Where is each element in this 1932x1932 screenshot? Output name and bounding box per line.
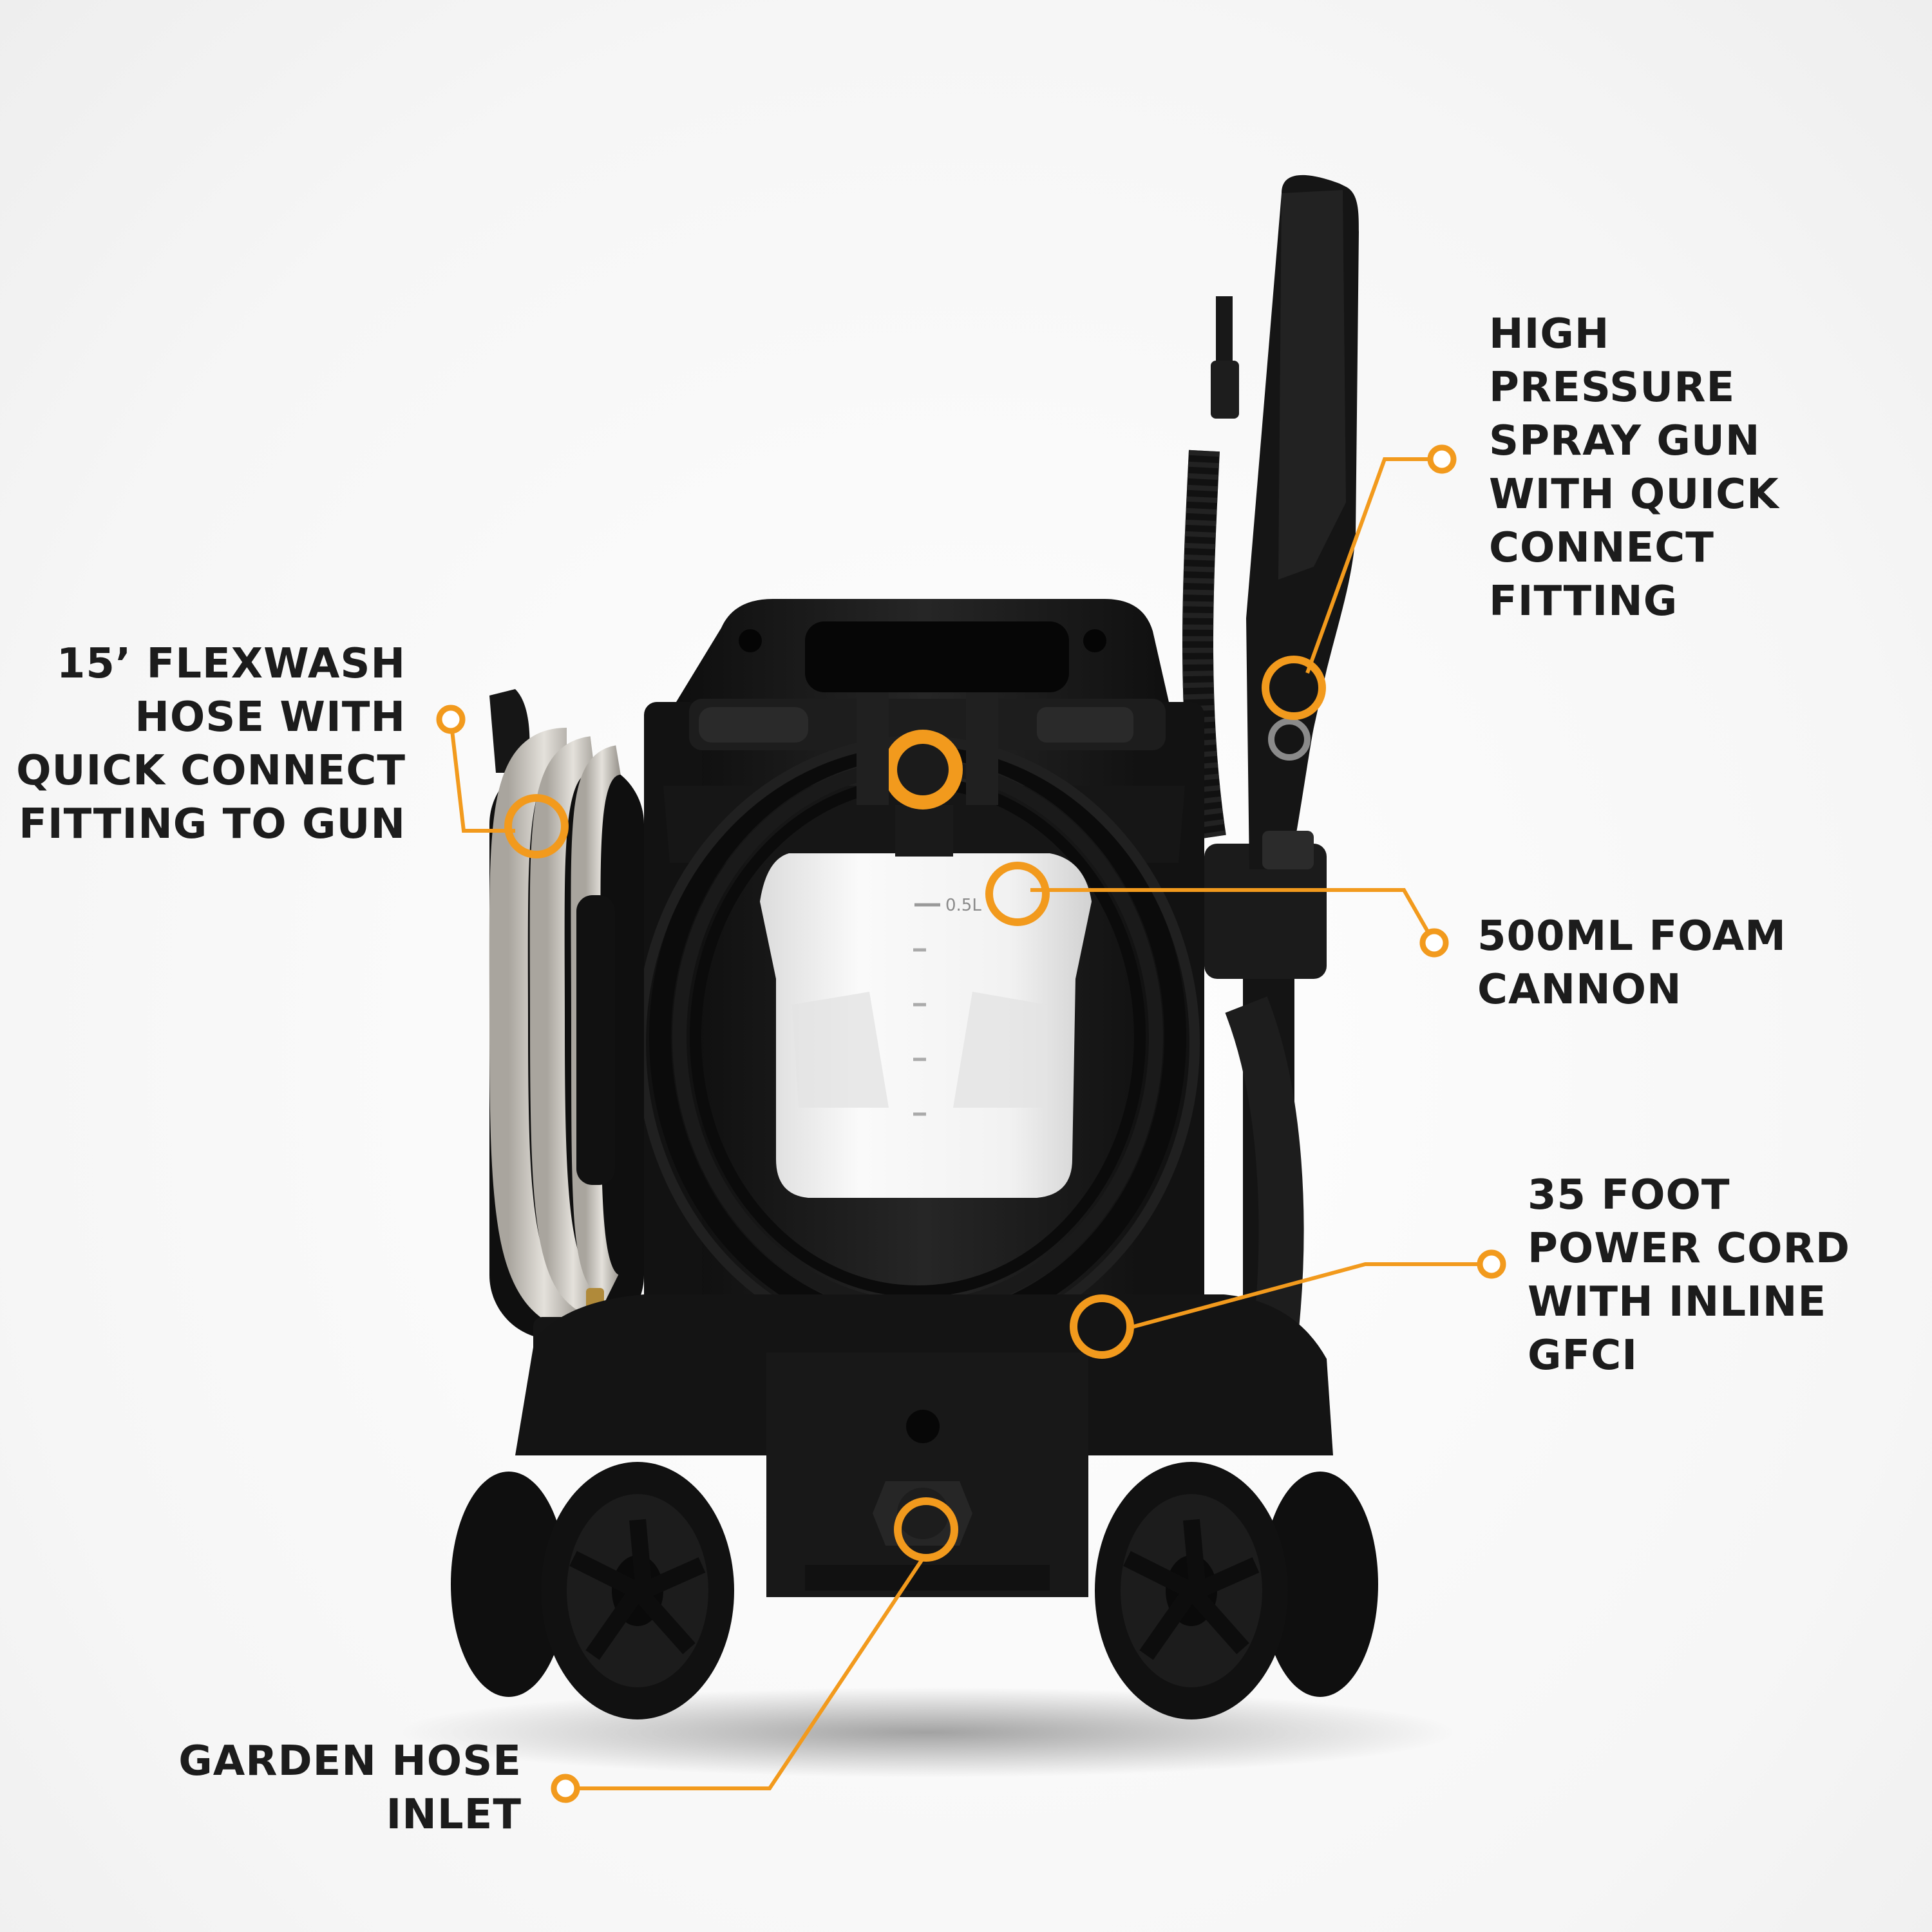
callout-line: FITTING: [1489, 578, 1678, 625]
callout-line: HOSE WITH: [135, 694, 406, 741]
target-ring-cord: [1070, 1294, 1134, 1359]
callout-dot-icon: [551, 1774, 580, 1803]
callout-line: FITTING TO GUN: [19, 800, 406, 848]
callout-line: CONNECT: [1489, 524, 1714, 572]
flexwash-hose: [489, 689, 644, 1394]
callout-lines: [449, 457, 1492, 1790]
spray-gun-holder: [1204, 844, 1327, 1359]
callout-line: WITH QUICK: [1489, 471, 1779, 518]
rear-left-wheel: [451, 1472, 567, 1697]
callout-label-inlet: GARDEN HOSE INLET: [178, 1735, 522, 1842]
callout-line: 500ML FOAM: [1477, 913, 1786, 960]
wheels: [451, 1462, 1378, 1719]
callout-line: POWER CORD: [1528, 1225, 1850, 1273]
front-left-wheel: [541, 1462, 734, 1719]
target-ring-foam: [985, 862, 1050, 926]
leader-line-foam: [1030, 888, 1436, 944]
foam-cannon-bottle: 0.5L: [760, 853, 1092, 1198]
callout-line: CANNON: [1477, 966, 1682, 1014]
target-ring-hose: [504, 794, 569, 858]
callout-line: PRESSURE: [1489, 364, 1736, 412]
spray-gun: [1182, 175, 1359, 870]
callout-line: 15’ FLEXWASH: [56, 640, 406, 688]
callout-label-foam: 500ML FOAM CANNON: [1477, 910, 1786, 1017]
rear-right-wheel: [1262, 1472, 1378, 1697]
leader-line-cord: [1133, 1262, 1492, 1329]
callout-line: INLET: [386, 1791, 522, 1839]
target-ring-inlet: [894, 1497, 958, 1562]
callout-line: 35 FOOT: [1528, 1171, 1730, 1219]
callout-line: HIGH: [1489, 310, 1610, 358]
foam-dial: [857, 692, 998, 857]
callout-dot-icon: [1419, 928, 1449, 958]
front-right-wheel: [1095, 1462, 1288, 1719]
callout-dot-icon: [1427, 444, 1457, 474]
callout-line: SPRAY GUN: [1489, 417, 1761, 465]
callout-label-hose: 15’ FLEXWASH HOSE WITH QUICK CONNECT FIT…: [16, 638, 406, 851]
callout-target-rings: [504, 656, 1326, 1562]
callout-dot-icon: [1477, 1249, 1506, 1279]
callout-dot-icon: [436, 705, 466, 734]
callout-line: WITH INLINE: [1528, 1278, 1827, 1326]
callout-line: GFCI: [1528, 1332, 1638, 1379]
target-ring-gun: [1262, 656, 1326, 720]
callout-line: GARDEN HOSE: [178, 1738, 522, 1785]
callout-label-cord: 35 FOOT POWER CORD WITH INLINE GFCI: [1528, 1169, 1850, 1383]
ground-shadow: [399, 1687, 1455, 1777]
leader-line-inlet: [565, 1557, 925, 1790]
leader-line-hose: [449, 719, 515, 833]
leader-line-gun: [1305, 457, 1442, 674]
bottle-scale-label: 0.5L: [945, 896, 981, 915]
callout-label-gun: HIGH PRESSURE SPRAY GUN WITH QUICK CONNE…: [1489, 308, 1779, 629]
callout-line: QUICK CONNECT: [16, 747, 406, 795]
callout-dots: [436, 444, 1506, 1803]
